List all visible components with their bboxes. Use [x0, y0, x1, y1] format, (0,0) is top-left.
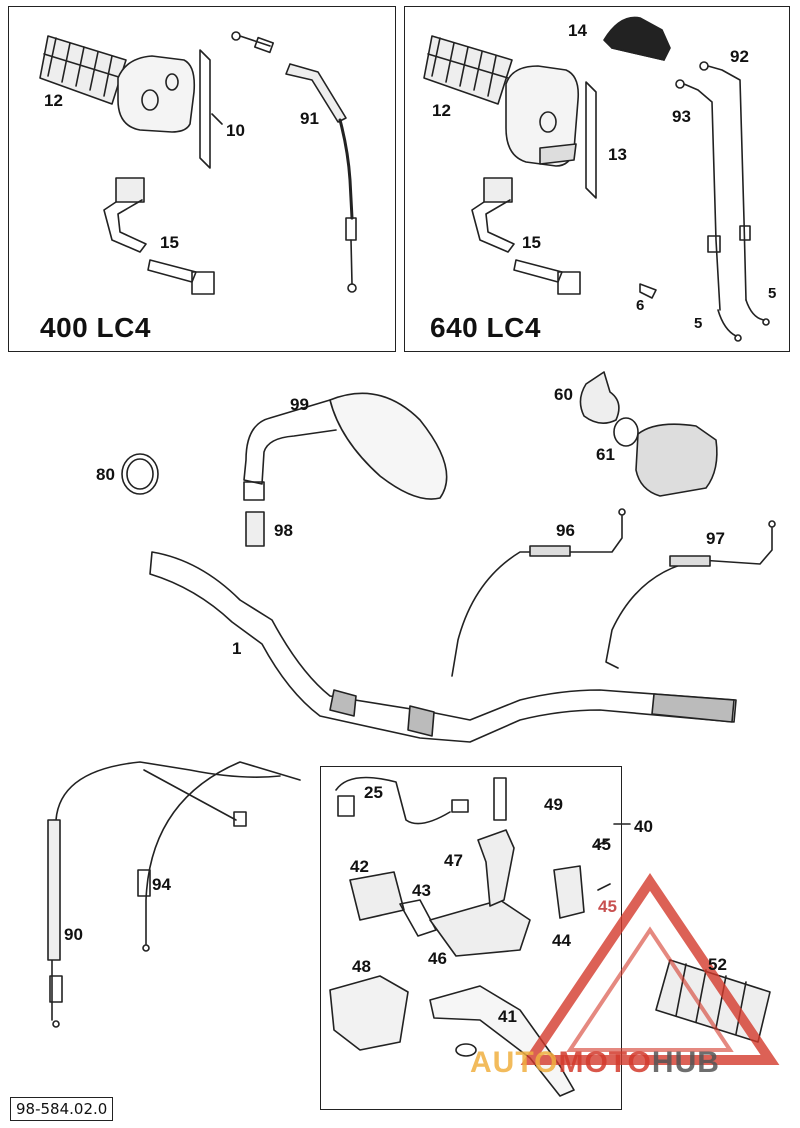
document-number: 98-584.02.0	[10, 1097, 114, 1121]
panel-brake-assembly	[320, 766, 622, 1110]
cable-90	[47, 761, 281, 1028]
callout-49: 49	[544, 795, 563, 814]
panel-640-lc4	[404, 6, 790, 352]
callout-91: 91	[300, 109, 319, 128]
throttle-cables-92-93	[675, 61, 770, 342]
bolt-49	[493, 777, 507, 821]
lever-47	[477, 829, 515, 907]
callout-5: 5	[694, 315, 703, 332]
kill-switch-15b	[471, 177, 581, 295]
callout-97: 97	[706, 529, 725, 548]
callout-60: 60	[554, 385, 573, 404]
handlebar-1	[149, 551, 737, 743]
throttle-housing-13	[505, 65, 597, 199]
throttle-cable-91	[231, 31, 357, 293]
cable-97	[605, 520, 776, 669]
bracket-43	[399, 899, 437, 937]
throttle-grip-12b	[423, 35, 513, 105]
callout-52: 52	[708, 955, 727, 974]
callout-14: 14	[568, 21, 587, 40]
hose-25	[335, 776, 469, 825]
watermark-triangle	[520, 873, 780, 1065]
kill-switch-15a	[103, 177, 215, 295]
callout-13: 13	[608, 145, 627, 164]
bolts-45	[595, 839, 611, 891]
callout-45: 45	[592, 835, 611, 854]
callout-15: 15	[160, 233, 179, 252]
callout-1: 1	[232, 639, 242, 658]
watermark-part-2: MOTO	[558, 1046, 652, 1079]
clamp-44	[553, 865, 585, 919]
mirror-99	[243, 392, 448, 501]
clip-6	[639, 283, 657, 299]
callout-80: 80	[96, 465, 115, 484]
callout-44: 44	[552, 931, 571, 950]
leader-10	[211, 113, 223, 125]
callout-47: 47	[444, 851, 463, 870]
callout-40: 40	[634, 817, 653, 836]
callout-90: 90	[64, 925, 83, 944]
clamp-80	[121, 453, 159, 495]
callout-98: 98	[274, 521, 293, 540]
callout-10: 10	[226, 121, 245, 140]
panel-400-lc4	[8, 6, 396, 352]
watermark-part-1: AUTO	[470, 1046, 559, 1079]
callout-15: 15	[522, 233, 541, 252]
callout-96: 96	[556, 521, 575, 540]
callout-48: 48	[352, 957, 371, 976]
model-label-640-lc4: 640 LC4	[430, 312, 541, 343]
throttle-housing-10	[117, 49, 211, 169]
cable-96	[451, 508, 626, 677]
throttle-grip-12a	[39, 35, 127, 105]
callout-92: 92	[730, 47, 749, 66]
callout-41: 41	[498, 1007, 517, 1026]
callout-45: 45	[598, 897, 617, 916]
grip-cover-14	[603, 16, 671, 61]
master-cylinder-46	[429, 899, 531, 957]
callout-99: 99	[290, 395, 309, 414]
callout-42: 42	[350, 857, 369, 876]
callout-12: 12	[44, 91, 63, 110]
cable-94	[137, 761, 301, 952]
adapter-98	[245, 511, 265, 547]
callout-61: 61	[596, 445, 615, 464]
switch-60-61	[579, 371, 718, 497]
callout-6: 6	[636, 297, 645, 314]
watermark-part-3: HUB	[651, 1046, 720, 1079]
model-label-400-lc4: 400 LC4	[40, 312, 151, 343]
callout-12: 12	[432, 101, 451, 120]
callout-46: 46	[428, 949, 447, 968]
callout-25: 25	[364, 783, 383, 802]
callout-93: 93	[672, 107, 691, 126]
callout-5: 5	[768, 285, 777, 302]
cover-48	[329, 975, 409, 1051]
brake-lever-41	[429, 985, 575, 1097]
callout-43: 43	[412, 881, 431, 900]
reservoir-42	[349, 871, 405, 921]
callout-94: 94	[152, 875, 171, 894]
watermark-logo: AUTOMOTOHUB	[470, 1046, 720, 1080]
